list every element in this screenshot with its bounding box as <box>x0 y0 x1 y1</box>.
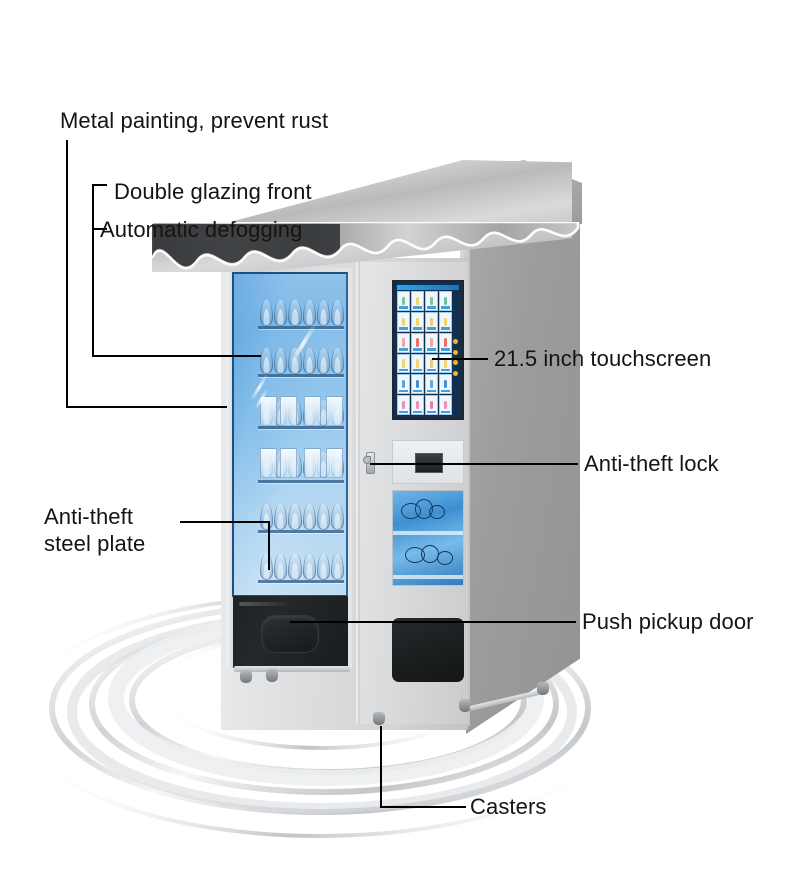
screen-product-tile[interactable] <box>411 332 424 353</box>
leader-line-metal-painting-vertical <box>66 140 68 408</box>
annotation-auto-defogging: Automatic defogging <box>100 217 303 242</box>
screen-header-bar <box>397 285 459 290</box>
product-thumbnail <box>401 359 406 368</box>
leader-line-metal-painting-horizontal <box>66 406 227 408</box>
screen-product-tile[interactable] <box>439 353 452 374</box>
product-thumbnail <box>443 400 448 410</box>
double-glazed-glass-door[interactable] <box>232 272 348 597</box>
caster-right-front <box>459 699 471 712</box>
product-thumbnail <box>429 296 434 305</box>
control-column-divider <box>356 262 360 724</box>
product-thumbnail <box>429 400 434 410</box>
screen-product-tile[interactable] <box>439 332 452 353</box>
lower-service-panel <box>392 618 464 682</box>
product-thumbnail <box>443 338 448 347</box>
product-thumbnail <box>429 317 434 326</box>
leader-line-auto-defogging-tick <box>92 228 107 230</box>
leader-line-steel-plate-horizontal <box>180 521 269 523</box>
screen-product-tile[interactable] <box>411 374 424 395</box>
screen-product-tile[interactable] <box>425 353 438 374</box>
product-thumbnail <box>415 296 420 305</box>
caster-front-mid <box>266 669 278 682</box>
product-thumbnail <box>429 380 434 389</box>
front-base-rail <box>234 666 350 672</box>
screen-product-tile[interactable] <box>439 374 452 395</box>
screen-product-grid[interactable] <box>397 291 452 415</box>
card-reader-module[interactable] <box>392 440 464 484</box>
blue-product-window <box>392 490 464 586</box>
product-thumbnail <box>443 380 448 389</box>
caster-center-front <box>373 712 385 725</box>
touchscreen-display[interactable] <box>392 280 464 420</box>
annotation-touchscreen: 21.5 inch touchscreen <box>494 346 712 371</box>
product-thumbnail <box>443 359 448 368</box>
product-thumbnail <box>429 338 434 347</box>
product-thumbnail <box>401 338 406 347</box>
canopy-scalloped-edge <box>150 222 580 270</box>
annotation-double-glazing: Double glazing front <box>114 179 312 204</box>
screen-product-tile[interactable] <box>425 374 438 395</box>
screen-product-tile[interactable] <box>425 332 438 353</box>
screen-product-tile[interactable] <box>411 395 424 415</box>
screen-product-tile[interactable] <box>397 395 410 415</box>
leader-line-casters-horizontal <box>380 806 466 808</box>
screen-product-tile[interactable] <box>411 291 424 311</box>
product-thumbnail <box>443 317 448 326</box>
screen-product-tile[interactable] <box>439 395 452 415</box>
product-thumbnail <box>429 359 434 368</box>
machine-right-side-panel <box>466 196 580 734</box>
screen-product-tile[interactable] <box>411 311 424 332</box>
caster-rear-right <box>537 682 549 695</box>
product-thumbnail <box>415 317 420 326</box>
leader-line-double-glazing-tick <box>92 184 107 186</box>
caster-front-left <box>240 670 252 683</box>
product-thumbnail <box>415 359 420 368</box>
product-thumbnail <box>401 296 406 305</box>
leader-line-glazing-bracket-vertical <box>92 184 94 356</box>
screen-product-tile[interactable] <box>397 374 410 395</box>
screen-product-tile[interactable] <box>425 395 438 415</box>
leader-line-steel-plate-vertical <box>268 521 270 570</box>
screen-product-tile[interactable] <box>397 353 410 374</box>
leader-line-casters-vertical <box>380 726 382 807</box>
product-thumbnail <box>415 380 420 389</box>
screen-product-tile[interactable] <box>411 353 424 374</box>
screen-product-tile[interactable] <box>397 332 410 353</box>
leader-line-touchscreen <box>432 358 488 360</box>
annotation-casters: Casters <box>470 794 547 819</box>
screen-product-tile[interactable] <box>425 311 438 332</box>
annotation-steel-plate: Anti-theft steel plate <box>44 504 146 556</box>
annotation-metal-painting: Metal painting, prevent rust <box>60 108 329 133</box>
annotation-anti-theft-lock: Anti-theft lock <box>584 451 719 476</box>
door-jamb <box>226 268 234 668</box>
annotation-pickup-door: Push pickup door <box>582 609 754 634</box>
screen-product-tile[interactable] <box>397 291 410 311</box>
screen-product-tile[interactable] <box>439 311 452 332</box>
screen-product-tile[interactable] <box>397 311 410 332</box>
leader-line-glazing-horizontal <box>92 355 261 357</box>
screen-product-tile[interactable] <box>425 291 438 311</box>
product-thumbnail <box>401 400 406 410</box>
product-thumbnail <box>415 338 420 347</box>
screen-product-tile[interactable] <box>439 291 452 311</box>
product-thumbnail <box>401 380 406 389</box>
leader-line-anti-theft-lock <box>370 463 578 465</box>
product-thumbnail <box>415 400 420 410</box>
leader-line-pickup-door <box>290 621 576 623</box>
screen-side-indicators <box>452 336 459 378</box>
product-thumbnail <box>443 296 448 305</box>
product-thumbnail <box>401 317 406 326</box>
